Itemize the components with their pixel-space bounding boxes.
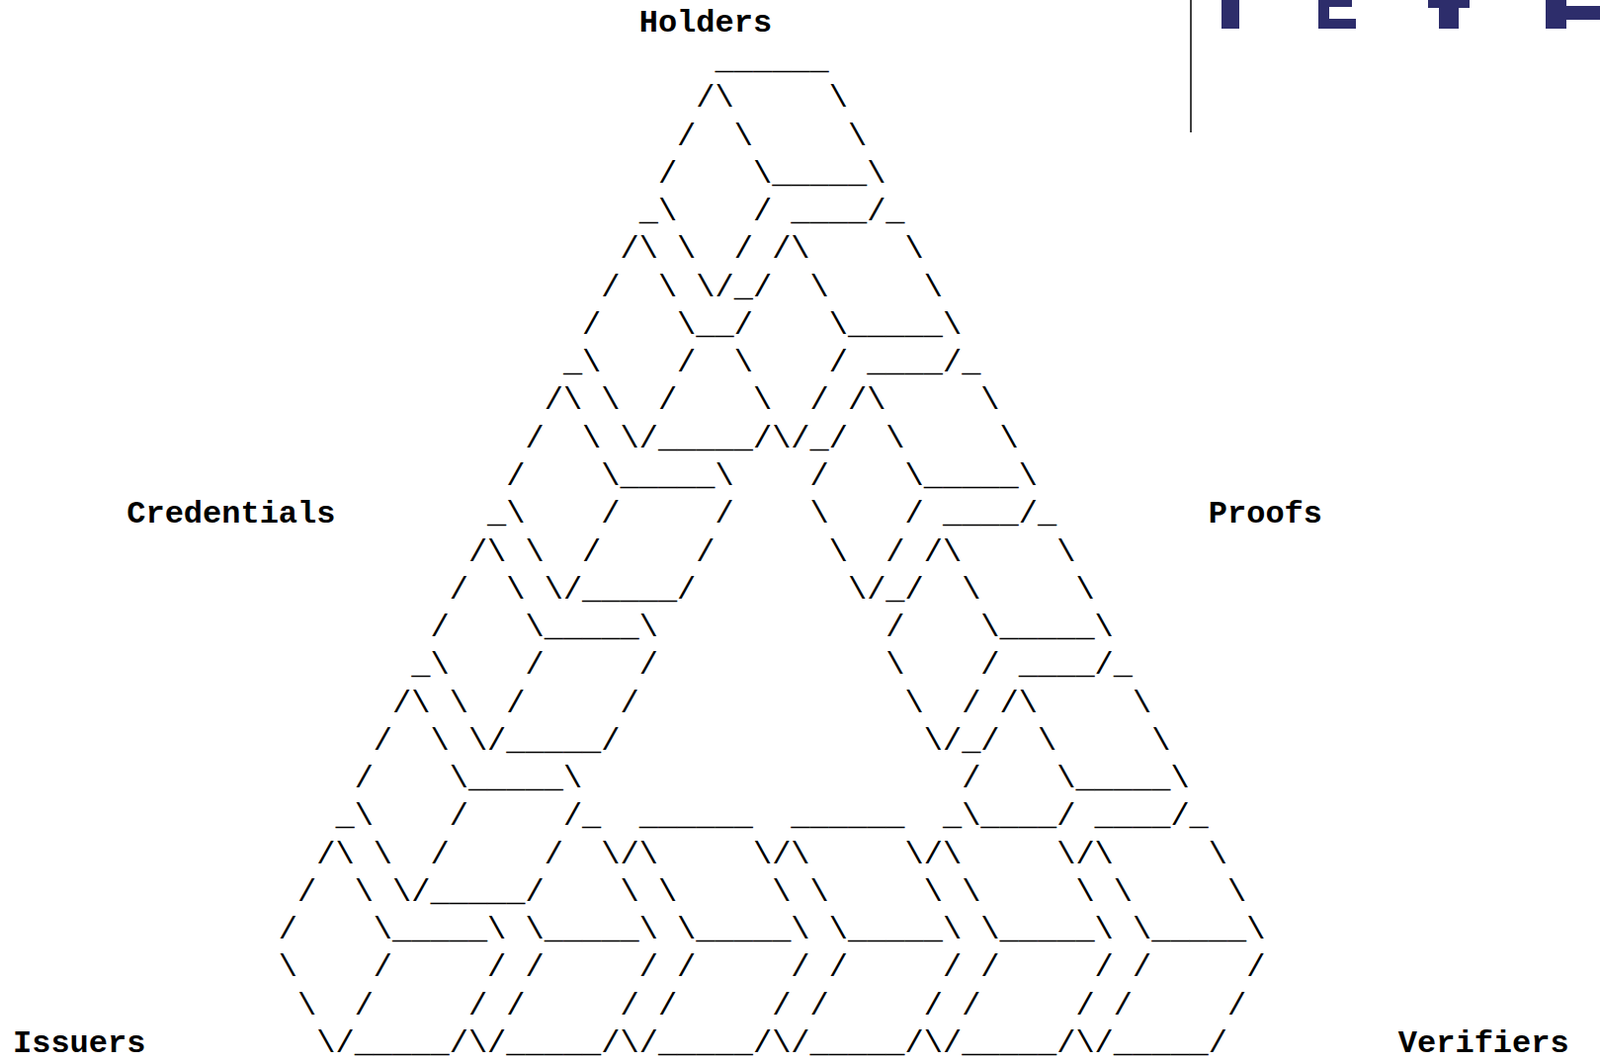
ascii-art-row: /\ \ / / \ / /\ \ — [392, 685, 1152, 724]
ascii-art-row: \/_____/\/_____/\/_____/\/_____/\/_____/… — [316, 1025, 1228, 1062]
role-label: Proofs — [1208, 496, 1323, 534]
divider-line — [1189, 0, 1192, 133]
role-label: Verifiers — [1398, 1025, 1570, 1062]
ascii-art-row: / \_____\ / \_____\ — [429, 609, 1113, 648]
ascii-art-row: / \ \/_____/ \/_/ \ \ — [373, 723, 1172, 761]
ascii-art-row: /\ \ / / \ / /\ \ — [468, 534, 1077, 573]
logo-letter-fragment — [1318, 0, 1352, 7]
logo-letter-fragment — [1221, 0, 1240, 29]
ascii-art-row: / \_____\ \_____\ \_____\ \_____\ \_____… — [278, 912, 1266, 950]
ascii-art-row: / \ \/_____/ \/_/ \ \ — [449, 572, 1095, 610]
ascii-art-row: /\ \ / \ / /\ \ — [544, 382, 1001, 421]
ascii-art-row: / \_____\ — [658, 156, 886, 194]
ascii-art-row: /\ \ / / \/\ \/\ \/\ \/\ \ — [316, 837, 1228, 875]
ascii-art-row: / \__/ \_____\ — [582, 307, 962, 345]
ascii-art-row: / \ \/_/ \ \ — [600, 269, 943, 308]
ascii-art-row: / \_____\ / \_____\ — [354, 760, 1190, 799]
ascii-art-row: _\ / / \ / ____/_ — [487, 496, 1057, 534]
ascii-art-row: / \_____\ / \_____\ — [505, 458, 1038, 497]
logo-letter-fragment — [1438, 0, 1459, 29]
role-label: Credentials — [126, 496, 336, 534]
role-label: Issuers — [12, 1025, 146, 1062]
ascii-art-row: \ / / / / / / / / / / / / — [297, 988, 1247, 1026]
ascii-art-row: /\ \ — [695, 80, 848, 118]
logo-letter-fragment — [1318, 18, 1356, 29]
ascii-art-row: _\ / /_ ______ ______ _\____/ ____/_ — [335, 798, 1208, 837]
ascii-art-row: / \ \/_____/ \ \ \ \ \ \ \ \ \ — [297, 874, 1247, 913]
logo-letter-fragment — [1545, 0, 1567, 29]
logo-letter-fragment — [1566, 5, 1600, 20]
ascii-art-row: _\ / ____/_ — [639, 193, 906, 232]
ascii-art-row: _\ / / \ / ____/_ — [411, 647, 1133, 685]
ascii-art-row: _\ / \ / ____/_ — [563, 344, 981, 383]
ascii-art-row: \ / / / / / / / / / / / / — [278, 949, 1266, 988]
role-label: Holders — [639, 4, 772, 43]
ascii-art-row: / \ \/_____/\/_/ \ \ — [524, 421, 1018, 459]
ascii-art-row: /\ \ / /\ \ — [620, 231, 925, 269]
logo-fragment — [1221, 0, 1600, 29]
ascii-art-row: / \ \ — [676, 118, 867, 157]
ascii-art-row: ______ — [715, 42, 830, 81]
